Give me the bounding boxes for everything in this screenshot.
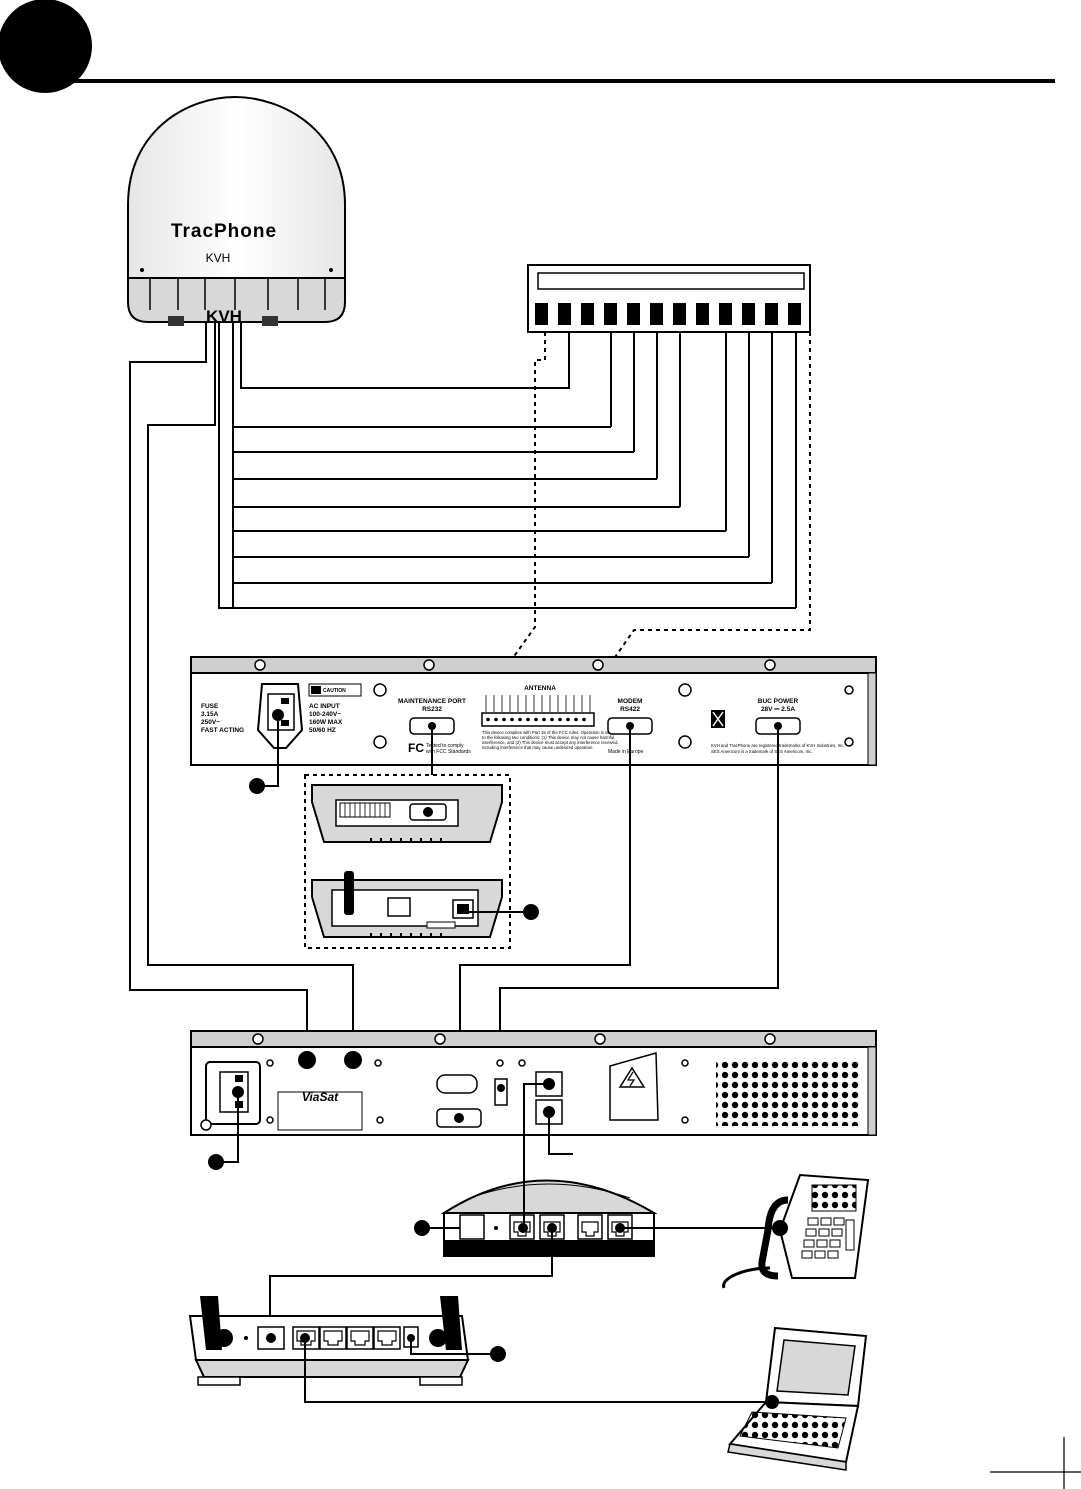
fcc-line-1: with FCC Standards	[426, 749, 471, 755]
lan-cables	[269, 1083, 780, 1338]
section-marker-circle	[0, 0, 92, 93]
dashed-leads	[489, 332, 811, 694]
fcc-logo: FC	[408, 741, 424, 755]
callout-modem-power	[208, 1092, 573, 1170]
laptop-cable	[304, 1338, 772, 1403]
ac-input-2: 160W MAX	[309, 719, 343, 726]
compliance-3: including interference that may cause un…	[482, 745, 594, 750]
fuse-label-2: 250V~	[201, 719, 220, 726]
maintenance-port-label: MAINTENANCE PORT	[398, 698, 466, 705]
panel-screws	[254, 659, 854, 749]
antenna-maker-small: KVH	[206, 251, 231, 265]
power-connector-icon	[256, 683, 304, 749]
crop-marks	[990, 1437, 1081, 1489]
ac-input-1: 100-240V~	[309, 711, 341, 718]
antenna-terminal-label: ANTENNA	[524, 685, 556, 692]
rf-connector-tx	[298, 1051, 316, 1069]
antenna-maker-large: KVH	[206, 307, 242, 326]
header-rule	[70, 79, 1055, 83]
compliance-2: interference, and (2) This device must a…	[482, 740, 619, 745]
callout-control-power	[249, 715, 279, 794]
telephone-icon	[722, 1173, 870, 1289]
phone-adapter	[414, 1179, 658, 1257]
ac-input-3: 50/60 HZ	[309, 727, 336, 734]
modem-port-label: MODEM	[618, 698, 643, 705]
page-header	[0, 0, 1055, 93]
antenna-terminal-block	[481, 712, 595, 727]
modem-vent	[716, 1058, 860, 1126]
buc-power-rating: 28V ⎓ 2.5A	[761, 706, 795, 713]
rf-connector-rx	[344, 1051, 362, 1069]
control-unit-panel: FUSE 3.15A 250V~ FAST ACTING CAUTION AC …	[190, 656, 877, 766]
terminal-strip-icon	[527, 264, 811, 333]
fuse-label-3: FAST ACTING	[201, 727, 244, 734]
caution-label: CAUTION	[323, 688, 346, 694]
optional-interfaces	[304, 774, 539, 949]
fcc-line-0: Tested to comply	[426, 743, 464, 749]
satellite-modem-panel: ViaSat	[190, 1030, 877, 1136]
buc-power-label: BUC POWER	[758, 698, 799, 705]
antenna-brand: TracPhone	[171, 221, 277, 242]
modem-brand: ViaSat	[302, 1090, 339, 1104]
ac-input-0: AC INPUT	[309, 703, 340, 710]
maintenance-port-sub: RS232	[422, 706, 442, 713]
antenna-wiring	[218, 322, 797, 609]
made-in-label: Made in Europe	[608, 749, 644, 755]
router-icon	[188, 1296, 506, 1386]
compliance-1: to the following two conditions: (1) Thi…	[482, 735, 614, 740]
laptop-icon	[727, 1326, 868, 1471]
modem-port-sub: RS422	[620, 706, 640, 713]
compliance-0: This device complies with Part 15 of the…	[482, 730, 619, 735]
fuse-label-1: 3.15A	[201, 711, 219, 718]
fuse-label-0: FUSE	[201, 703, 219, 710]
trademark-1: SES Americom is a trademark of SES Ameri…	[711, 749, 813, 754]
rf-cables	[129, 322, 354, 1056]
antenna-dome-icon: TracPhone KVH KVH	[127, 95, 346, 326]
